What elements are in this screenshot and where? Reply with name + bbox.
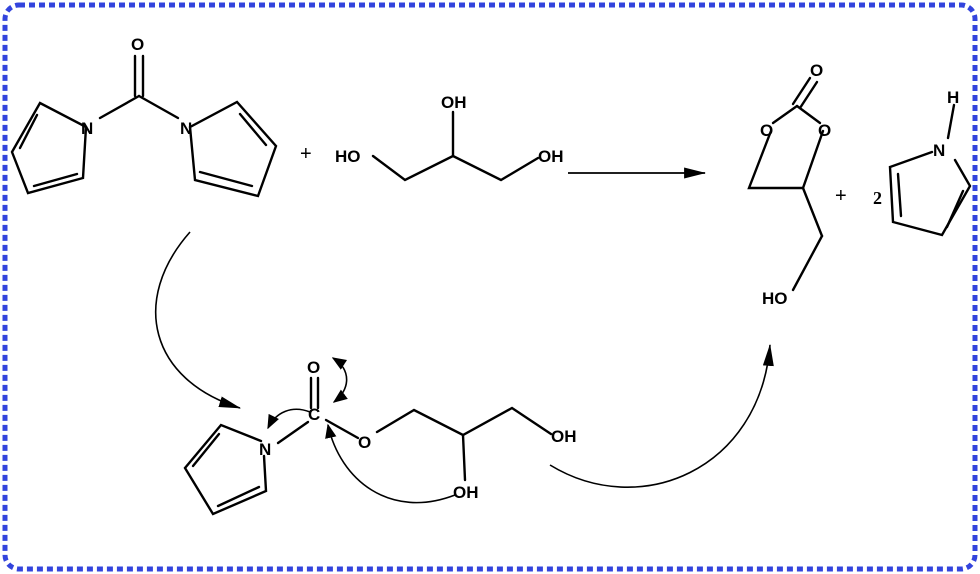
product-glycerol-carbonate: O O O HO — [747, 61, 831, 308]
reactant-glycerol: OH HO OH — [335, 93, 564, 182]
intermediate-carbonyl-o: O — [307, 358, 320, 377]
product-pyrrole: H N — [888, 88, 972, 237]
curved-arrow-oh-attack — [325, 423, 456, 504]
reactant-dipyrrolyl-carbonyl: O N N — [10, 35, 278, 198]
carbonate-ring-o-right: O — [818, 121, 831, 140]
curved-arrow-cdi-to-intermediate — [155, 231, 242, 409]
pyrrole-n: N — [933, 141, 945, 160]
carbonate-ring-o-left: O — [760, 121, 773, 140]
glycerol-ho-left: HO — [335, 147, 361, 166]
intermediate-c: C — [308, 405, 320, 424]
cdi-carbonyl-o: O — [131, 35, 144, 54]
cdi-n-right: N — [180, 119, 192, 138]
carbonate-ho: HO — [762, 289, 788, 308]
curved-arrow-carbonyl — [331, 357, 348, 403]
plus-products: + — [835, 185, 847, 207]
glycerol-oh-right: OH — [538, 147, 564, 166]
intermediate-ester-o: O — [358, 433, 371, 452]
cdi-n-left: N — [81, 119, 93, 138]
glycerol-oh-top: OH — [441, 93, 467, 112]
intermediate-pyrrolyl-carbonate: N C O O OH OH — [183, 358, 577, 516]
carbonate-carbonyl-o: O — [810, 61, 823, 80]
curved-arrow-to-product — [549, 343, 774, 488]
intermediate-oh-right: OH — [551, 427, 577, 446]
pyrrole-h: H — [947, 88, 959, 107]
pyrrole-coefficient: 2 — [873, 188, 882, 208]
curved-arrow-c-to-n — [267, 408, 311, 430]
intermediate-oh-bottom: OH — [453, 483, 479, 502]
intermediate-n: N — [259, 440, 271, 459]
plus-reactants: + — [300, 143, 312, 165]
